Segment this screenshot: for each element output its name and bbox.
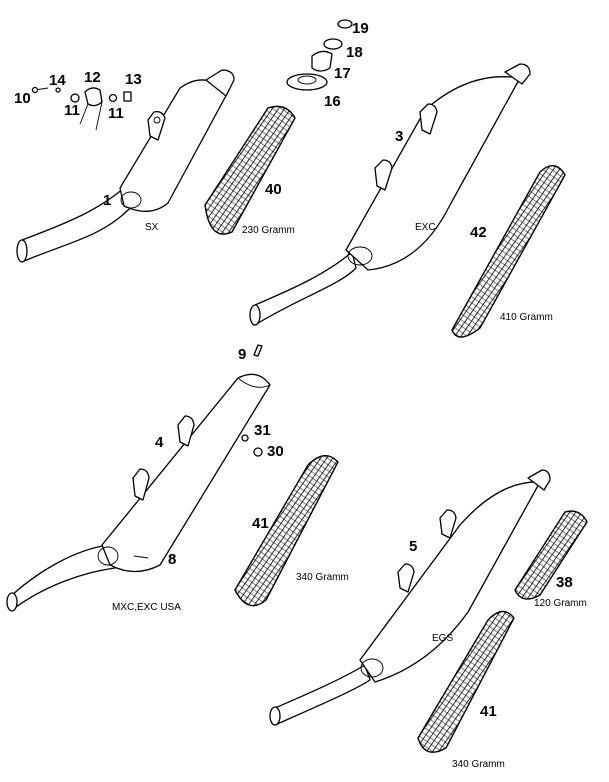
label-part-10: 10 — [14, 90, 31, 107]
label-part-41a: 41 — [252, 515, 269, 532]
label-part-42: 42 — [470, 224, 487, 241]
label-part-4: 4 — [155, 434, 164, 451]
variant-label-egs: EGS — [432, 633, 453, 644]
label-part-16: 16 — [324, 93, 341, 110]
label-part-18: 18 — [346, 44, 363, 61]
insulation-pad-41a — [234, 455, 339, 607]
label-part-3: 3 — [395, 128, 403, 145]
label-part-5: 5 — [409, 538, 417, 555]
silencer-egs — [269, 469, 551, 726]
label-part-19: 19 — [352, 20, 369, 37]
label-part-41b: 41 — [480, 703, 497, 720]
variant-label-sx: SX — [145, 222, 159, 233]
insulation-pad-38 — [514, 510, 588, 600]
variant-label-mxc: MXC,EXC USA — [112, 602, 181, 613]
label-part-11b: 11 — [108, 105, 124, 122]
silencer-mxc — [6, 373, 271, 612]
weight-label-42: 410 Gramm — [500, 312, 553, 323]
bolt-9 — [253, 344, 263, 357]
silencer-exc — [249, 63, 531, 326]
insulation-pad-41b — [417, 610, 515, 753]
label-part-9: 9 — [238, 346, 246, 363]
label-part-31: 31 — [254, 422, 271, 439]
label-part-40: 40 — [265, 181, 282, 198]
label-part-38: 38 — [556, 574, 573, 591]
label-part-30: 30 — [267, 443, 284, 460]
weight-label-41a: 340 Gramm — [296, 572, 349, 583]
label-part-11a: 11 — [64, 102, 80, 119]
variant-label-exc: EXC — [415, 222, 436, 233]
weight-label-41b: 340 Gramm — [452, 759, 505, 770]
insulation-pad-40 — [204, 105, 296, 235]
end-cap-parts — [286, 19, 353, 91]
label-part-1: 1 — [103, 192, 111, 209]
silencer-sx — [16, 69, 235, 263]
label-part-8: 8 — [168, 551, 176, 568]
label-part-13: 13 — [125, 71, 142, 88]
label-part-12: 12 — [84, 69, 101, 86]
weight-label-40: 230 Gramm — [242, 225, 295, 236]
weight-label-38: 120 Gramm — [534, 598, 587, 609]
mounting-hardware-sx — [31, 86, 132, 131]
insulation-pad-42 — [451, 165, 566, 338]
label-part-14: 14 — [49, 72, 66, 89]
label-part-17: 17 — [334, 65, 351, 82]
